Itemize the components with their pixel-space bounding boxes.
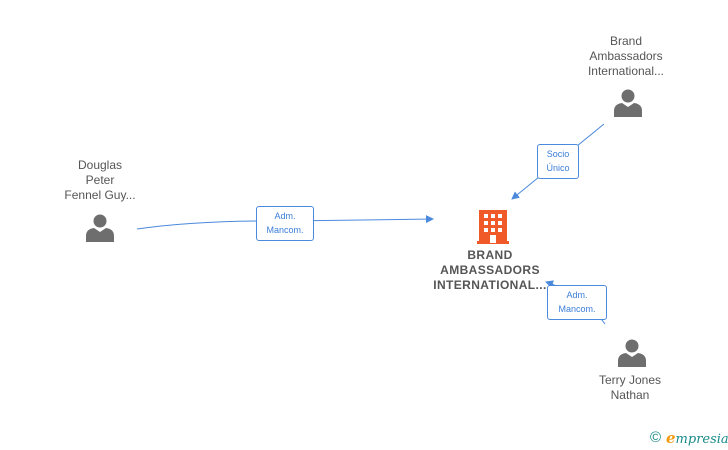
edge-label-brand-company[interactable]: Socio Único [537,144,579,179]
label-line: Nathan [610,388,650,402]
node-label-douglas[interactable]: Douglas Peter Fennel Guy... [48,158,152,203]
person-icon[interactable] [618,339,646,368]
company-label[interactable]: BRAND AMBASSADORS INTERNATIONAL... [420,248,560,293]
edge-label-line: Socio [546,149,570,159]
brand-name: mpresia [675,432,728,447]
copyright-icon: © [650,429,662,446]
node-label-brand-top[interactable]: Brand Ambassadors International... [570,34,682,79]
person-icon[interactable] [86,214,114,243]
edge-label-terry-company[interactable]: Adm. Mancom. [547,285,607,320]
label-line: Peter [85,173,115,187]
brand-logo[interactable]: empresia [666,429,728,449]
label-line: Terry Jones [598,373,662,387]
label-line: Ambassadors [589,49,663,63]
label-line: AMBASSADORS [440,263,540,277]
edge-label-douglas-company[interactable]: Adm. Mancom. [256,206,314,241]
person-icon[interactable] [614,89,642,118]
label-line: BRAND [467,248,513,262]
label-line: International... [587,64,665,78]
label-line: INTERNATIONAL... [433,278,547,292]
label-line: Fennel Guy... [64,188,136,202]
label-line: Douglas [77,158,123,172]
edge-label-line: Único [546,163,570,173]
edge-label-line: Adm. [274,211,296,221]
node-label-terry[interactable]: Terry Jones Nathan [580,373,680,403]
label-line: Brand [609,34,643,48]
building-icon[interactable] [477,210,509,244]
edge-label-line: Adm. [566,290,588,300]
brand-initial: e [666,429,676,447]
edge-label-line: Mancom. [558,304,596,314]
edge-label-line: Mancom. [266,225,304,235]
